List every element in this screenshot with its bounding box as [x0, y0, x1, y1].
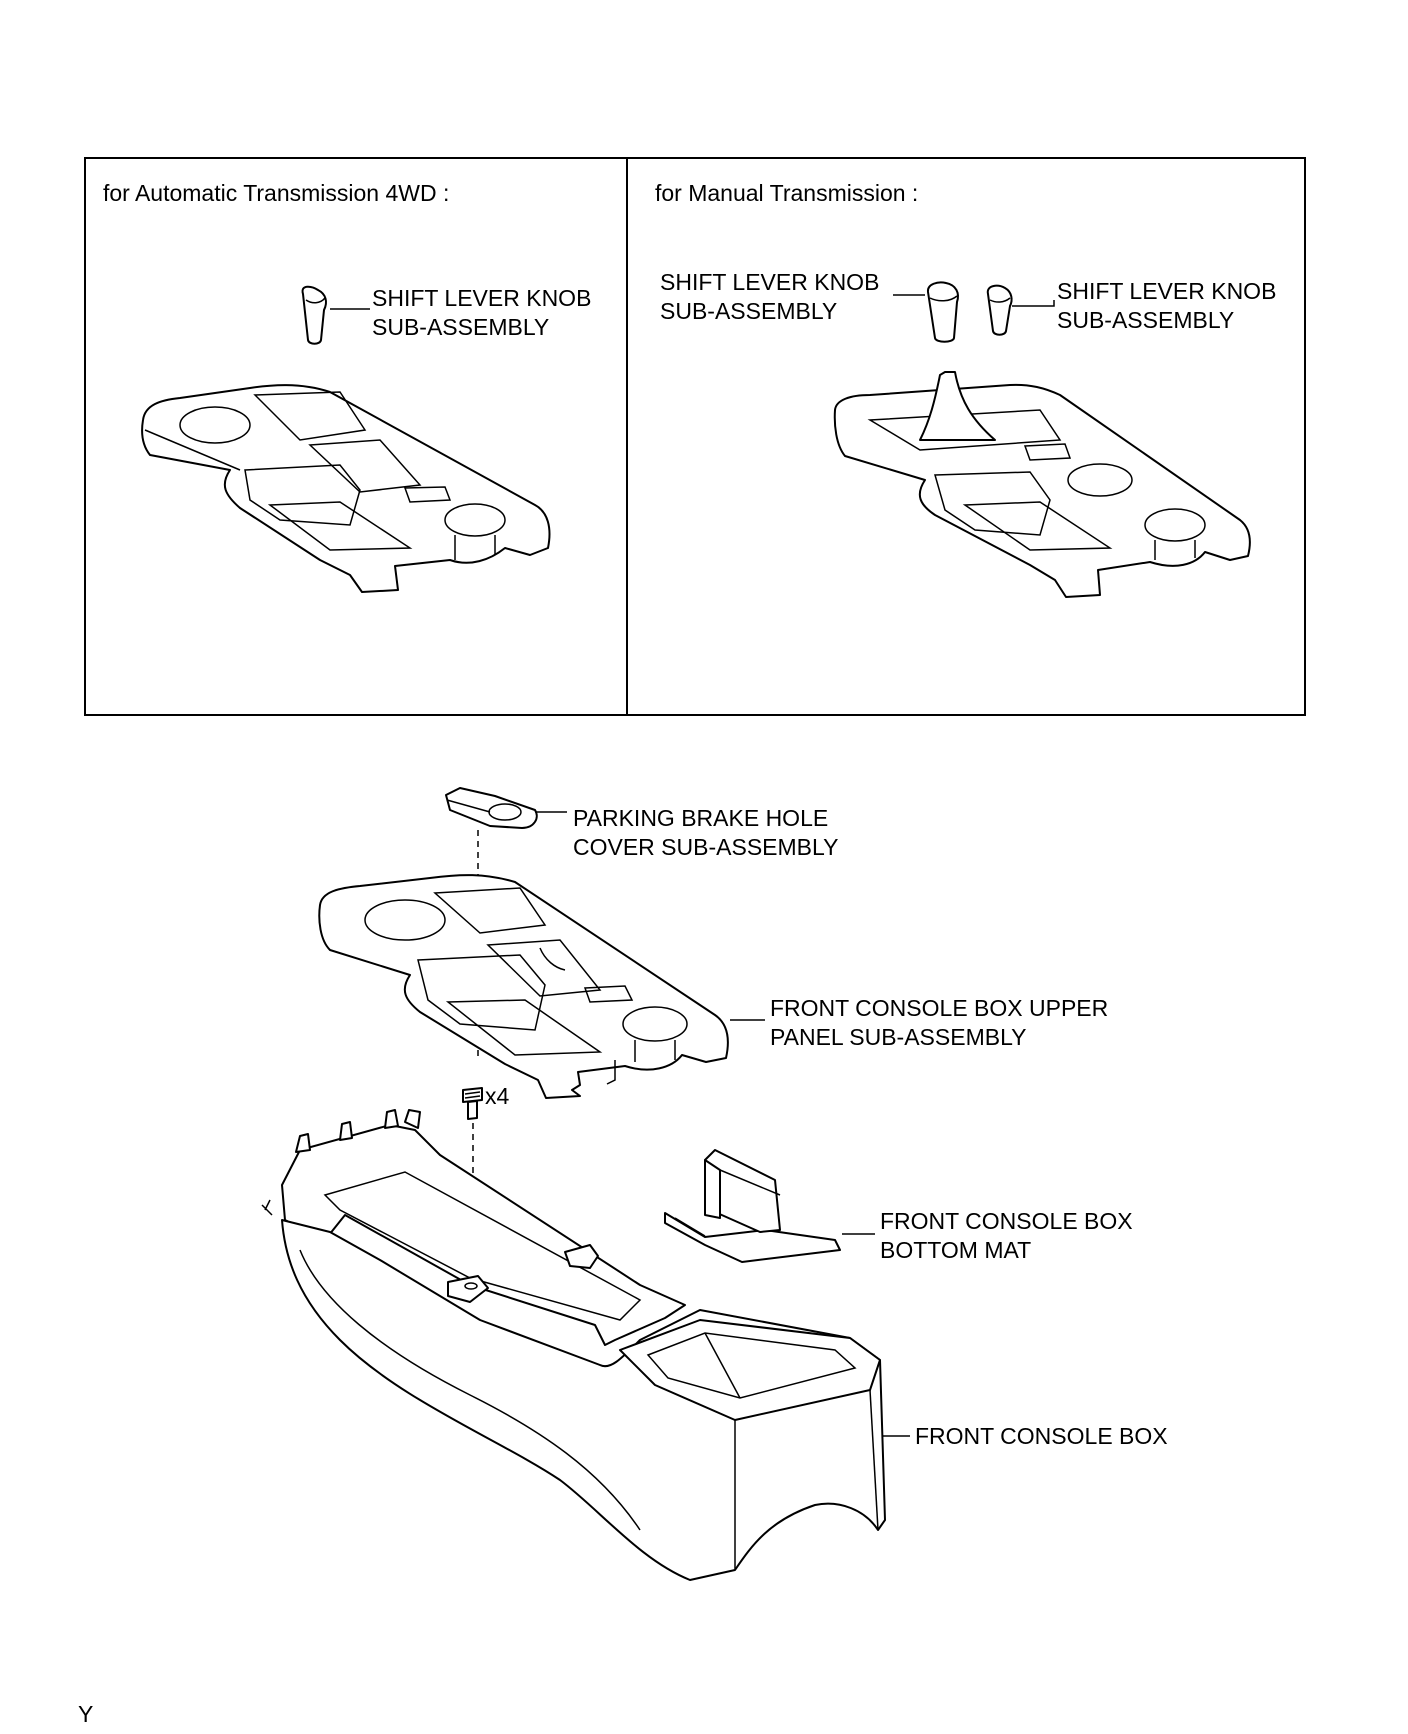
upper-panel-label-line2: PANEL SUB-ASSEMBLY	[770, 1024, 1027, 1050]
parking-cover-label-line1: PARKING BRAKE HOLE	[573, 805, 828, 831]
automatic-variant-header: for Automatic Transmission 4WD :	[103, 180, 449, 206]
parking-cover-label-line2: COVER SUB-ASSEMBLY	[573, 834, 838, 860]
manual-knob-right-label-line2: SUB-ASSEMBLY	[1057, 307, 1234, 333]
parking-brake-hole-cover	[445, 787, 538, 829]
manual-variant-header: for Manual Transmission :	[655, 180, 918, 206]
front-console-box-bottom-mat	[664, 1149, 841, 1263]
front-console-box-upper-panel	[318, 874, 729, 1099]
upper-panel-label-line1: FRONT CONSOLE BOX UPPER	[770, 995, 1108, 1021]
manual-knob-left-label-line1: SHIFT LEVER KNOB	[660, 269, 879, 295]
auto-knob-label-line2: SUB-ASSEMBLY	[372, 314, 549, 340]
screw-icon	[462, 1087, 483, 1120]
console-box-label: FRONT CONSOLE BOX	[915, 1423, 1168, 1449]
footer-code: Y	[78, 1701, 93, 1727]
screw-quantity: x4	[485, 1083, 510, 1109]
manual-variant-panel: for Manual Transmission : SHIFT LEVER KN…	[655, 180, 1276, 598]
front-console-box	[261, 1109, 886, 1581]
upper-panel-auto	[141, 384, 551, 593]
auto-knob-label-line1: SHIFT LEVER KNOB	[372, 285, 591, 311]
manual-knob-left-label-line2: SUB-ASSEMBLY	[660, 298, 837, 324]
bottom-mat-label-line1: FRONT CONSOLE BOX	[880, 1208, 1133, 1234]
manual-knob-right-label-line1: SHIFT LEVER KNOB	[1057, 278, 1276, 304]
shift-knob-manual-tall	[926, 281, 959, 343]
shift-knob-auto	[301, 285, 327, 345]
shift-knob-manual-short	[986, 284, 1013, 336]
automatic-variant-panel: for Automatic Transmission 4WD : SHIFT L…	[103, 180, 591, 593]
bottom-mat-label-line2: BOTTOM MAT	[880, 1237, 1031, 1263]
variant-inset-box	[84, 157, 1306, 716]
leader-manual-knob-right	[1012, 300, 1055, 307]
upper-panel-manual	[833, 371, 1251, 598]
